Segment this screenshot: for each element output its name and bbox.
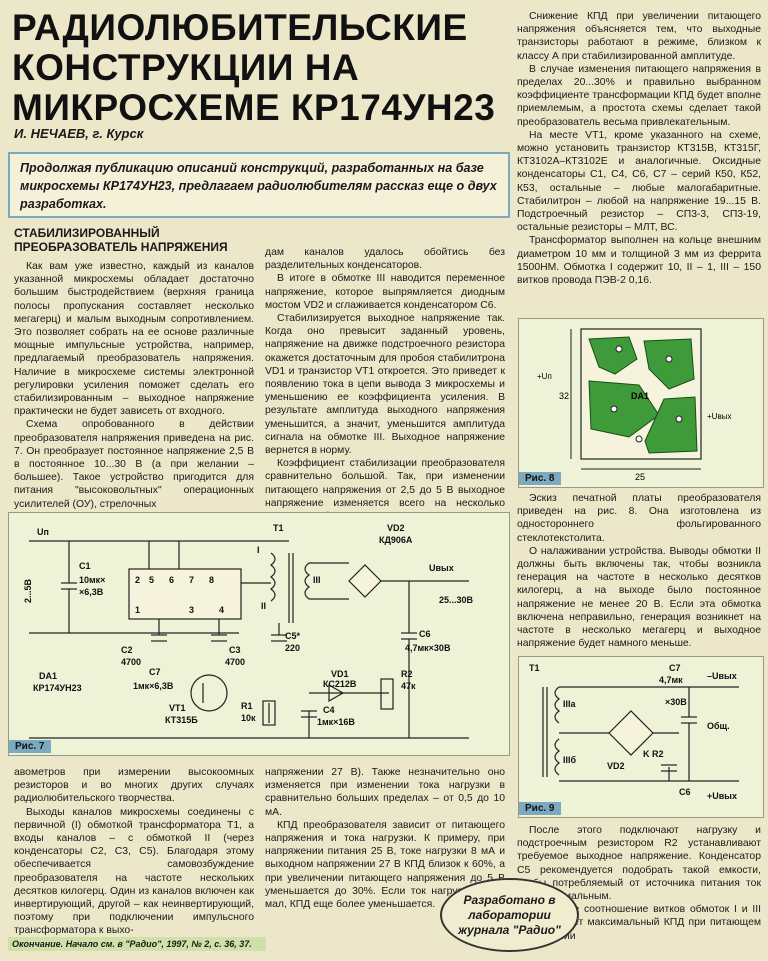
fig7-c1: C1 [79, 561, 91, 571]
fig7-c4: C4 [323, 705, 335, 715]
fig7-uout-range: 25...30В [439, 595, 474, 605]
fig9-vd2: VD2 [607, 761, 625, 771]
paragraph: авометров при измерении высокоомных рези… [14, 767, 254, 805]
figure-8-label: Рис. 8 [519, 472, 561, 485]
fig7-c1-value: 10мк× [79, 575, 105, 585]
paragraph: Трансформатор выполнен на кольце внешним… [517, 235, 761, 287]
pin: 5 [149, 575, 154, 585]
fig9-c7: C7 [669, 663, 681, 673]
fig8-width: 25 [635, 472, 645, 482]
pin: 2 [135, 575, 140, 585]
fig8-da1: DA1 [631, 391, 649, 401]
column-3-top: Снижение КПД при увеличении питающего на… [517, 10, 761, 287]
pin: 3 [189, 605, 194, 615]
column-2-bottom: напряжении 27 В). Также незначительно он… [265, 766, 505, 911]
column-3-middle: Эскиз печатной платы преобразователя при… [517, 492, 761, 650]
lab-badge: Разработано в лаборатории журнала "Радио… [440, 878, 579, 952]
paragraph: В случае изменения питающего напряжения … [517, 63, 761, 128]
fig9-plus-out: +Uвых [707, 791, 737, 801]
fig7-vd1-type: КС212В [323, 679, 357, 689]
pcb-sketch: DA1 25 32 +Uп +Uвых [537, 328, 731, 482]
paragraph: На месте VT1, кроме указанного на схеме,… [517, 129, 761, 234]
pin: 8 [209, 575, 214, 585]
fig9-winding-3a: IIIa [563, 699, 577, 709]
fig7-vt1-type: КТ315Б [165, 715, 198, 725]
fig9-t1: T1 [529, 663, 540, 673]
figure-9-label: Рис. 9 [519, 802, 561, 815]
paragraph: дам каналов удалось обойтись без раздели… [265, 247, 505, 272]
fig7-c2-value: 4700 [121, 657, 141, 667]
pin: 4 [219, 605, 224, 615]
paragraph: напряжении 27 В). Также незначительно он… [265, 767, 505, 818]
fig8-height: 32 [559, 391, 569, 401]
paragraph: Стабилизируется выходное напряжение так.… [265, 313, 505, 457]
paragraph: О налаживании устройства. Выводы обмотки… [517, 545, 761, 650]
paragraph: Снижение КПД при увеличении питающего на… [517, 11, 761, 62]
fig9-c6: C6 [679, 787, 691, 797]
paragraph: КПД преобразователя зависит от питающего… [265, 819, 505, 911]
fig9-r2: K R2 [643, 749, 664, 759]
title-line: КОНСТРУКЦИИ НА [12, 47, 360, 88]
fig9-minus-out: –Uвых [707, 671, 737, 681]
fig7-vd1: VD1 [331, 669, 349, 679]
pin: 1 [135, 605, 140, 615]
fig7-un: Uп [37, 527, 49, 537]
fig7-t1: T1 [273, 523, 284, 533]
section-title: СТАБИЛИЗИРОВАННЫЙ ПРЕОБРАЗОВАТЕЛЬ НАПРЯЖ… [14, 226, 228, 254]
fig7-winding-3: III [313, 575, 321, 585]
fig7-winding-2: II [261, 601, 266, 611]
column-1-bottom: авометров при измерении высокоомных рези… [14, 766, 254, 938]
fig8-plus-out: +Uвых [707, 412, 731, 421]
paragraph: Схема опробованного в действии преобразо… [14, 419, 254, 510]
fig7-c6-value: 4,7мк×30В [405, 643, 451, 653]
fig7-c5-value: 220 [285, 643, 300, 653]
fig7-c3: C3 [229, 645, 241, 655]
fig7-c7-value: 1мк×6,3В [133, 681, 174, 691]
title-line: МИКРОСХЕМЕ КР174УН23 [12, 87, 496, 128]
fig7-vt1: VT1 [169, 703, 186, 713]
fig7-uout: Uвых [429, 563, 454, 573]
fig9-winding-3b: IIIб [563, 755, 577, 765]
fig7-vd2-type: КД906А [379, 535, 413, 545]
fig7-r2-value: 47к [401, 681, 416, 691]
fig9-common: Общ. [707, 721, 730, 731]
continued-note: Окончание. Начало см. в "Радио", 1997, №… [8, 937, 266, 951]
fig7-vd2: VD2 [387, 523, 405, 533]
column-1-top: СТАБИЛИЗИРОВАННЫЙ ПРЕОБРАЗОВАТЕЛЬ НАПРЯЖ… [14, 226, 254, 511]
fig9-c7-value: 4,7мк [659, 675, 683, 685]
fig7-r1-value: 10к [241, 713, 256, 723]
figure-8: DA1 25 32 +Uп +Uвых Рис. 8 [518, 318, 764, 488]
pin: 6 [169, 575, 174, 585]
fig7-c4-value: 1мк×16В [317, 717, 355, 727]
fig7-c2: C2 [121, 645, 133, 655]
fig8-plus-u: +Uп [537, 372, 552, 381]
fig7-c7: C7 [149, 667, 161, 677]
figure-7: Uп 2...5В C1 10мк× ×6,3В 2 5 6 7 8 1 3 4… [8, 512, 510, 756]
fig9-c7-value2: ×30В [665, 697, 687, 707]
fig7-c5: C5* [285, 631, 301, 641]
fig7-c3-value: 4700 [225, 657, 245, 667]
paragraph: Как вам уже известно, каждый из каналов … [14, 261, 254, 418]
figure-7-label: Рис. 7 [9, 740, 51, 753]
fig7-da1-type: КР174УН23 [33, 683, 82, 693]
paragraph: Выходы каналов микросхемы соединены с пе… [14, 806, 254, 937]
fig7-r2: R2 [401, 669, 413, 679]
fig7-r1: R1 [241, 701, 253, 711]
pin: 7 [189, 575, 194, 585]
schematic: Uп 2...5В C1 10мк× ×6,3В 2 5 6 7 8 1 3 4… [23, 523, 474, 739]
figure-9: T1 IIIa IIIб C7 4,7мк ×30В VD2 K R2 C6 –… [518, 656, 764, 818]
title-line: РАДИОЛЮБИТЕЛЬСКИЕ [12, 7, 468, 48]
fig7-c6: C6 [419, 629, 431, 639]
lead-box: Продолжая публикацию описаний конструкци… [8, 152, 510, 218]
fig7-c1-value2: ×6,3В [79, 587, 104, 597]
author: И. НЕЧАЕВ, г. Курск [14, 126, 144, 141]
schematic-fig9: T1 IIIa IIIб C7 4,7мк ×30В VD2 K R2 C6 –… [529, 663, 739, 801]
fig7-input: 2...5В [23, 578, 33, 603]
fig7-da1: DA1 [39, 671, 57, 681]
paragraph: Эскиз печатной платы преобразователя при… [517, 493, 761, 544]
fig7-winding-1: I [257, 545, 260, 555]
column-2-top: дам каналов удалось обойтись без раздели… [265, 246, 505, 523]
article-title: РАДИОЛЮБИТЕЛЬСКИЕ КОНСТРУКЦИИ НА МИКРОСХ… [12, 8, 512, 128]
paragraph: В итоге в обмотке III наводится переменн… [265, 273, 505, 311]
